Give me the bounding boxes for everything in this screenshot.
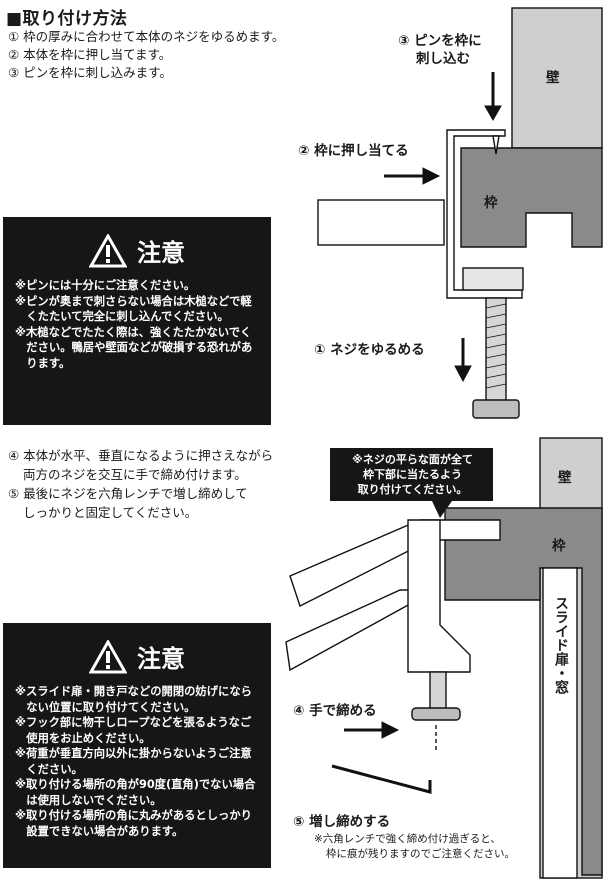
step-4: ④ 本体が水平、垂直になるように押さえながら: [8, 448, 274, 463]
callout-box: [330, 448, 493, 501]
arrows1: [384, 72, 502, 383]
caution-item: ※ピンが奥まで刺さらない場合は木槌などで軽くたたいて完全に刺し込んでください。: [15, 294, 252, 324]
caution-list: ※ピンには十分にご注意ください。 ※ピンが奥まで刺さらない場合は木槌などで軽くた…: [3, 268, 271, 371]
tighten-label: ⑤ 増し締めする: [293, 814, 391, 830]
screw-knob: [472, 399, 520, 419]
pin-label: ③ ピンを枠に 刺し込む: [398, 32, 482, 68]
caution-item: ※スライド扉・開き戸などの開閉の妨げにならない位置に取り付けてください。: [15, 685, 252, 714]
door-label: スライド扉・窓: [553, 596, 569, 694]
steps-bottom: ④ 本体が水平、垂直になるように押さえながら 両方のネジを交互に手で締め付けます…: [8, 446, 273, 522]
caution-box-2: 注意 ※スライド扉・開き戸などの開閉の妨げにならない位置に取り付けてください。 …: [3, 623, 271, 868]
step-1: ① 枠の厚みに合わせて本体のネジをゆるめます。: [8, 29, 285, 44]
hand-tighten-label: ④ 手で締める: [293, 703, 377, 719]
arrows2: [344, 721, 400, 739]
caution-item: ※荷重が垂直方向以外に掛からないようご注意ください。: [15, 747, 252, 776]
caution-item: ※取り付ける場所の角が90度(直角)でない場合は使用しないでください。: [15, 778, 256, 807]
page-title: ■取り付け方法: [6, 9, 128, 29]
step-2: ② 本体を枠に押し当てます。: [8, 47, 172, 62]
diagram2: [285, 437, 603, 879]
caution-item: ※木槌などでたたく際は、強くたたかないでください。鴨居や壁面などが破損する恐れが…: [15, 325, 253, 370]
step-3: ③ ピンを枠に刺し込みます。: [8, 65, 172, 80]
pin-label-line: ③ ピンを枠に: [398, 33, 482, 49]
wall-shape: [511, 7, 603, 149]
door-shape: [542, 567, 578, 879]
caution-heading: 注意: [3, 217, 271, 268]
screw-thread: [485, 297, 507, 405]
caution-title: 注意: [137, 239, 185, 267]
wall2-label: 壁: [558, 470, 572, 486]
hex-wrench: [331, 764, 432, 794]
pin-shape: [492, 135, 500, 155]
clamp2-body: [407, 519, 471, 673]
caution-item: ※フック部に物干しロープなどを張るようなご使用をお止めください。: [15, 716, 252, 745]
callout-line: ※ネジの平らな面が全て: [352, 453, 473, 466]
caution-item: ※取り付ける場所の角に丸みがあるとしっかり設置できない場合があります。: [15, 809, 252, 838]
callout-line: 取り付けてください。: [357, 483, 468, 496]
wall-label: 壁: [546, 70, 560, 86]
push-label: ② 枠に押し当てる: [298, 143, 409, 159]
step-5: ⑤ 最後にネジを六角レンチで増し締めして: [8, 486, 248, 501]
frame-shape: [460, 147, 603, 248]
caution-item: ※ピンには十分にご注意ください。: [15, 279, 196, 292]
warning-icon: [89, 233, 127, 267]
note-line: 枠に痕が残りますのでご注意ください。: [326, 848, 515, 860]
caution-box-1: 注意 ※ピンには十分にご注意ください。 ※ピンが奥まで刺さらない場合は木槌などで…: [3, 217, 271, 425]
steps-top: ① 枠の厚みに合わせて本体のネジをゆるめます。 ② 本体を枠に押し当てます。 ③…: [8, 28, 284, 82]
callout-line: 枠下部に当たるよう: [363, 468, 462, 481]
step-4-cont: 両方のネジを交互に手で締め付けます。: [23, 467, 247, 482]
screw2-thread: [429, 671, 447, 711]
frame2-label: 枠: [552, 538, 566, 554]
step-5-cont: しっかりと固定してください。: [23, 505, 198, 520]
pin-label-line: 刺し込む: [416, 51, 470, 67]
screw2-knob: [411, 707, 461, 721]
caution-title: 注意: [137, 645, 185, 673]
callout-text: ※ネジの平らな面が全て 枠下部に当たるよう 取り付けてください。: [334, 452, 491, 497]
clamp-plate: [462, 267, 524, 291]
clamp-body: [446, 129, 523, 299]
caution-heading: 注意: [3, 623, 271, 674]
loosen-label: ① ネジをゆるめる: [314, 342, 425, 358]
frame-label: 枠: [484, 195, 498, 211]
wrench-note: ※六角レンチで強く締め付け過ぎると、 枠に痕が残りますのでご注意ください。: [314, 832, 515, 862]
product-arm: [317, 199, 445, 246]
warning-icon: [89, 639, 127, 673]
caution-list: ※スライド扉・開き戸などの開閉の妨げにならない位置に取り付けてください。 ※フッ…: [3, 674, 271, 839]
diagram1: [317, 7, 603, 419]
note-line: ※六角レンチで強く締め付け過ぎると、: [314, 833, 501, 845]
frame2-shape: [444, 507, 603, 876]
